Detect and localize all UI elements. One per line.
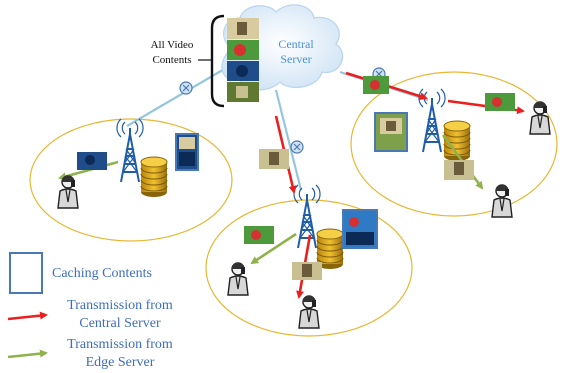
- cache-frame-left: [175, 133, 199, 171]
- video-thumbnail-stack: [227, 18, 259, 102]
- cell-center: [205, 199, 413, 337]
- legend-cache-frame: [9, 252, 43, 294]
- user-icon: [491, 183, 513, 218]
- edge-cache-left-icon: [140, 156, 168, 198]
- base-station-left-tower-icon: [115, 118, 145, 183]
- cache-frame-center: [342, 209, 378, 249]
- router-icon: [290, 140, 304, 154]
- cell-left: [29, 118, 233, 242]
- user-icon: [57, 174, 79, 209]
- all-video-label-line1: All Video: [151, 39, 194, 51]
- legend-edge-line1: Transmission from: [67, 337, 173, 352]
- legend-central-line2: Central Server: [79, 316, 161, 331]
- server-label-line1: Central: [278, 37, 314, 51]
- base-station-center-tower-icon: [292, 184, 322, 249]
- legend-caching-label: Caching Contents: [52, 266, 152, 281]
- legend-central-arrow: [7, 311, 48, 321]
- video-packets: [77, 76, 515, 280]
- user-icon: [529, 100, 551, 135]
- user-icon: [227, 261, 249, 296]
- user-icon: [298, 294, 320, 329]
- server-label-line2: Server: [280, 52, 311, 66]
- legend-edge-line2: Edge Server: [85, 355, 155, 370]
- legend-central-line1: Transmission from: [67, 298, 173, 313]
- cache-frame-right: [374, 112, 408, 152]
- video-library-bracket: [210, 14, 225, 108]
- all-video-label-line2: Contents: [152, 54, 191, 66]
- cell-right: [350, 71, 558, 217]
- router-icon: [179, 81, 193, 95]
- legend-edge-arrow: [7, 349, 48, 359]
